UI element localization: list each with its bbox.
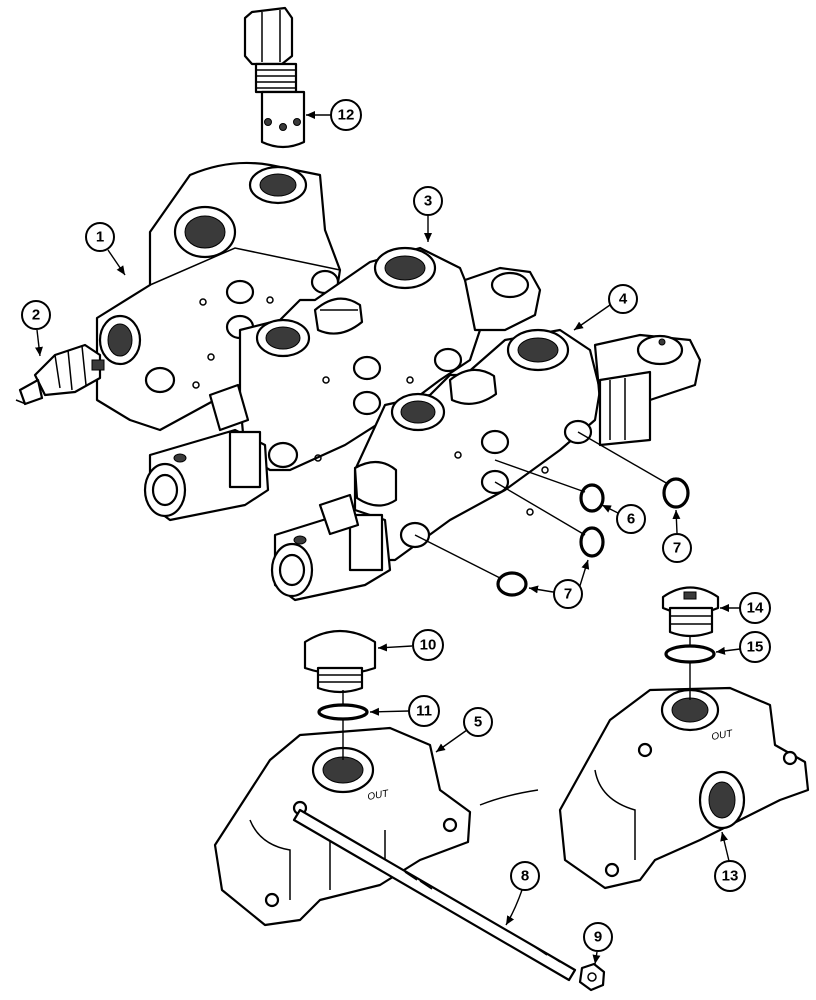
o-ring-7-upper	[662, 477, 690, 509]
svg-text:6: 6	[627, 511, 635, 528]
callout-1: 1	[85, 222, 126, 276]
callout-14: 14	[720, 592, 771, 624]
svg-text:9: 9	[594, 929, 602, 946]
o-ring-7-lower	[496, 571, 528, 597]
o-rings	[414, 431, 690, 597]
seal-11	[317, 703, 369, 721]
svg-text:15: 15	[747, 639, 764, 656]
svg-text:12: 12	[338, 107, 355, 124]
outlet-section-13: OUT	[558, 686, 810, 890]
callout-4: 4	[573, 284, 638, 331]
callout-8: 8	[505, 861, 540, 926]
svg-text:7: 7	[673, 540, 681, 557]
svg-text:8: 8	[521, 868, 529, 885]
working-section-1	[143, 246, 542, 522]
svg-text:7: 7	[564, 586, 572, 603]
seal-15	[664, 644, 716, 664]
callout-9: 9	[583, 922, 613, 965]
alternate-part-arrow	[479, 789, 539, 806]
svg-text:14: 14	[747, 600, 764, 617]
svg-text:13: 13	[722, 868, 739, 885]
nut-9	[578, 962, 606, 992]
callout-12: 12	[306, 99, 362, 131]
callout-3: 3	[413, 186, 443, 242]
callout-11: 11	[369, 695, 440, 727]
o-ring-6	[579, 483, 605, 513]
svg-text:3: 3	[424, 193, 432, 210]
working-section-2	[270, 328, 702, 602]
callout-10: 10	[377, 629, 444, 661]
o-ring-7-middle	[579, 526, 605, 558]
svg-text:4: 4	[619, 291, 628, 308]
out-stamp-left: OUT	[367, 788, 391, 803]
out-stamp-right: OUT	[711, 728, 735, 743]
tie-rod	[292, 808, 577, 982]
relief-valve-left	[15, 343, 105, 406]
callout-2: 2	[21, 300, 51, 357]
plug-14	[661, 586, 720, 638]
callout-15: 15	[715, 631, 771, 663]
callout-5: 5	[435, 707, 493, 753]
callout-13: 13	[714, 831, 746, 892]
svg-text:2: 2	[32, 307, 40, 324]
plug-10	[303, 630, 377, 694]
inlet-section-body	[95, 161, 342, 432]
svg-text:11: 11	[416, 703, 432, 720]
svg-text:5: 5	[474, 714, 482, 731]
svg-text:1: 1	[96, 229, 104, 246]
callout-7-lower: 7	[528, 559, 590, 609]
callout-6: 6	[601, 504, 646, 534]
outlet-section-5: OUT	[213, 726, 472, 927]
callout-7-right: 7	[662, 509, 692, 563]
svg-text:10: 10	[420, 637, 437, 654]
assembly-centerlines	[342, 636, 691, 760]
relief-valve-cartridge	[243, 6, 306, 149]
